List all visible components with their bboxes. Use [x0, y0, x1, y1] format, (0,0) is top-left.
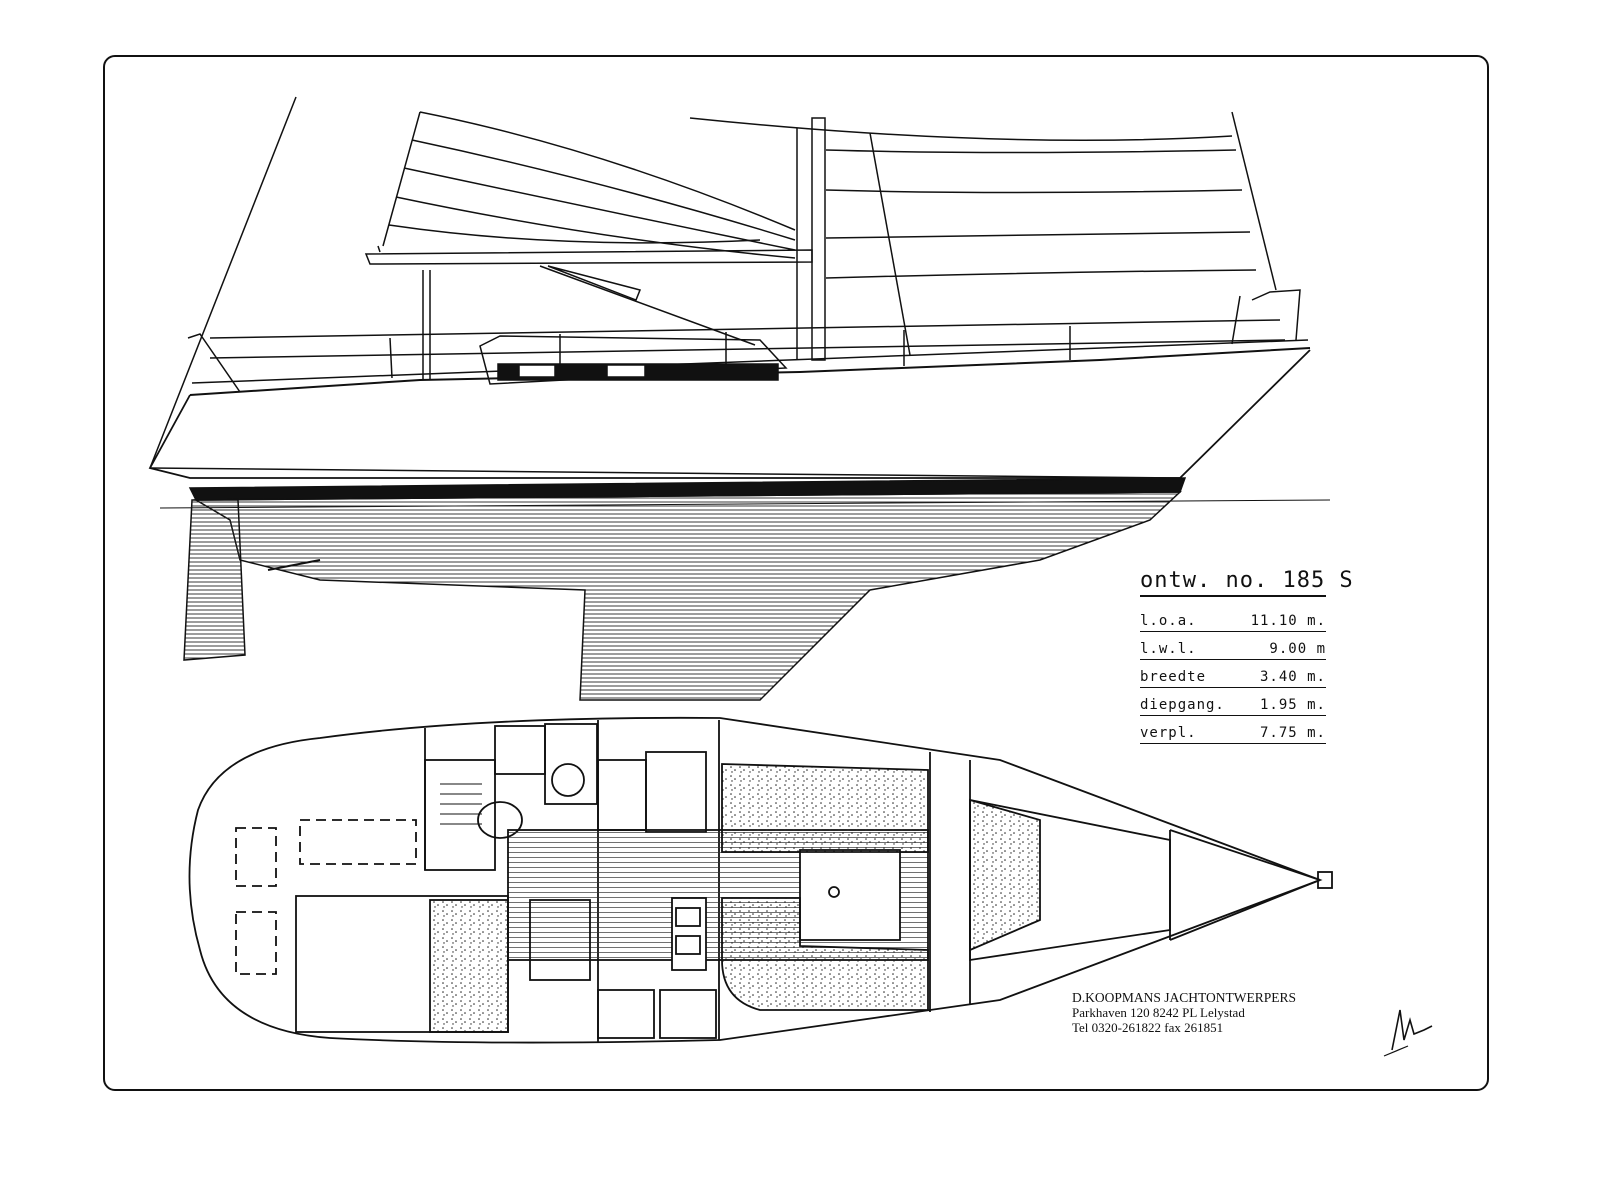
spec-value: 3.40 m. [1259, 669, 1326, 685]
signature-icon [1383, 1009, 1433, 1057]
designer-firm: D.KOOPMANS JACHTONTWERPERS [1072, 990, 1297, 1005]
rudder [183, 499, 246, 661]
hull-outline [188, 716, 1323, 1044]
spec-label: diepgang. [1140, 697, 1225, 713]
spec-label: l.w.l. [1140, 641, 1197, 657]
spec-value: 9.00 m [1269, 641, 1326, 657]
spec-row-verpl: verpl. 7.75 m. [1140, 723, 1326, 744]
cabin-top [479, 335, 788, 385]
forestay-line [149, 96, 297, 469]
design-number: ontw. no. 185 S [1140, 568, 1353, 597]
boom [364, 249, 813, 265]
spec-label: l.o.a. [1140, 613, 1197, 629]
mast [811, 117, 826, 361]
designer-info: D.KOOPMANS JACHTONTWERPERS Parkhaven 120… [1072, 990, 1296, 1035]
mainsail-leech [382, 111, 421, 247]
settee-port [721, 763, 929, 853]
hull-topsides [148, 349, 1311, 479]
spec-row-breedte: breedte 3.40 m. [1140, 667, 1326, 688]
sink-circle [551, 763, 585, 797]
spec-row-lwl: l.w.l. 9.00 m [1140, 639, 1326, 660]
underwater-hull [183, 491, 1182, 701]
spec-table: ontw. no. 185 S l.o.a. 11.10 m. l.w.l. 9… [1140, 568, 1353, 751]
spec-row-loa: l.o.a. 11.10 m. [1140, 611, 1326, 632]
spec-value: 11.10 m. [1250, 613, 1326, 629]
saloon-table [799, 849, 901, 941]
designer-address: Parkhaven 120 8242 PL Lelystad [1072, 1005, 1245, 1020]
spec-label: breedte [1140, 669, 1207, 685]
designer-contact: Tel 0320-261822 fax 261851 [1072, 1020, 1224, 1035]
spec-value: 7.75 m. [1259, 725, 1326, 741]
settee-starboard [721, 897, 929, 1011]
spec-row-diepgang: diepgang. 1.95 m. [1140, 695, 1326, 716]
spec-value: 1.95 m. [1259, 697, 1326, 713]
drawing-border [103, 55, 1489, 1091]
spec-label: verpl. [1140, 725, 1197, 741]
sail-profile [148, 96, 1331, 509]
accommodation-plan [188, 716, 1333, 1044]
